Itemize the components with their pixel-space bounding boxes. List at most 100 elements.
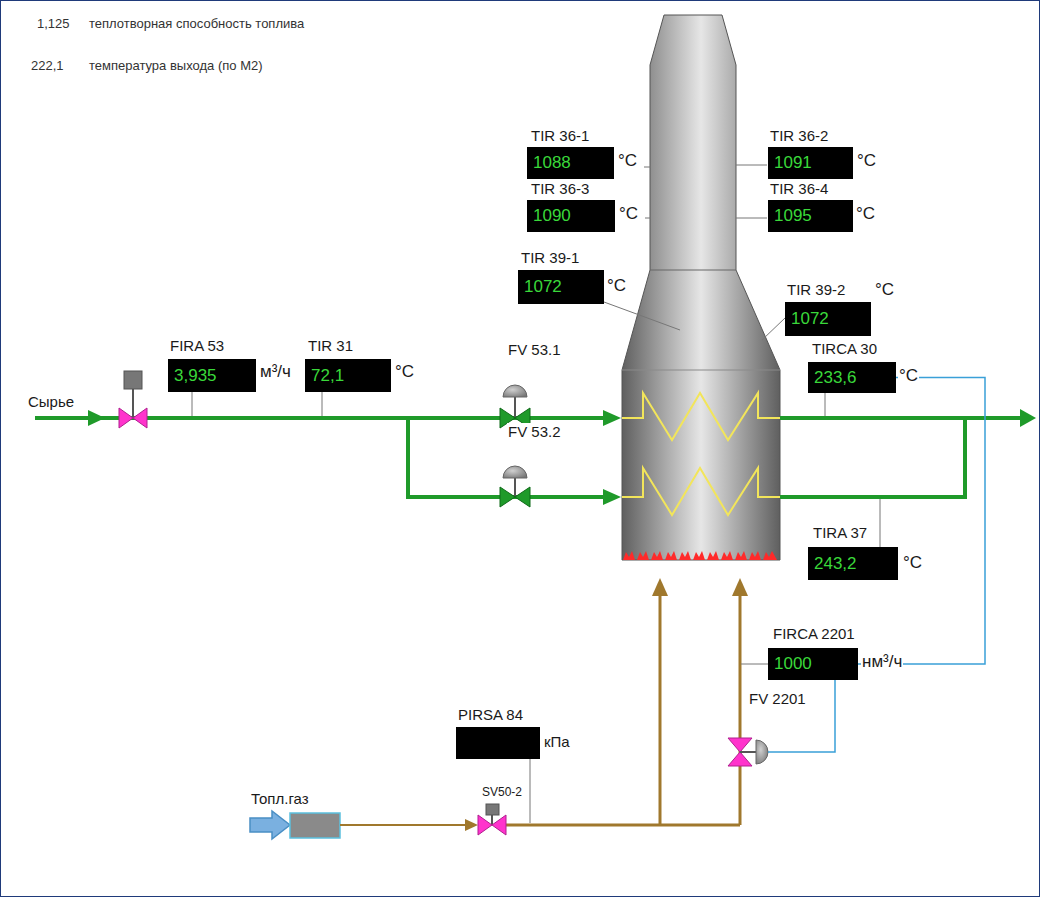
indicator-display: TIR 36-1 1088 <box>527 127 614 179</box>
display-screen: 1072 <box>785 302 871 336</box>
annotation-label: °C <box>618 204 639 224</box>
valve-actuator <box>486 804 499 815</box>
instrument-tag: TIR 36-4 <box>770 180 853 200</box>
annotation-label: Сырье <box>27 393 75 410</box>
furnace-seam <box>650 270 736 271</box>
annotation-label: кПа <box>543 733 571 750</box>
instrument-tag: TIRA 37 <box>813 524 898 547</box>
reading-value: 1072 <box>791 309 829 329</box>
instrument-tag: TIR 36-2 <box>770 127 853 147</box>
valve-actuator <box>756 740 768 764</box>
instrument-tag: FIRCA 2201 <box>773 625 858 648</box>
annotation-label: м³/ч <box>259 362 292 382</box>
display-screen: 233,6 <box>808 362 896 393</box>
instrument-tag: TIR 31 <box>308 337 391 359</box>
reading-value: 72,1 <box>311 366 344 386</box>
annotation-label: °C <box>606 276 627 296</box>
reading-value: 243,2 <box>814 554 857 574</box>
indicator-display: FIRA 53 3,935 <box>168 337 256 392</box>
annotation-label: FV 2201 <box>748 690 807 707</box>
display-screen: 1090 <box>527 200 615 232</box>
annotation-label: температура выхода (по М2) <box>88 59 264 74</box>
reading-value: 1095 <box>774 206 812 226</box>
indicator-display: PIRSA 84 <box>456 706 540 759</box>
display-screen: 1095 <box>768 200 853 232</box>
instrument-tag: PIRSA 84 <box>458 706 540 727</box>
indicator-display: TIR 39-2 1072 <box>785 281 871 336</box>
indicator-display: TIRCA 30 233,6 <box>808 340 896 393</box>
indicator-display: FIRCA 2201 1000 <box>768 625 858 680</box>
annotation-label: °C <box>855 204 876 224</box>
valve-actuator <box>503 385 527 397</box>
annotation-label: °C <box>902 553 923 573</box>
reading-value: 233,6 <box>814 368 857 388</box>
instrument-tag: TIRCA 30 <box>812 340 896 362</box>
reading-value: 1090 <box>533 206 571 226</box>
reading-value: 1072 <box>524 277 562 297</box>
instrument-tag: FIRA 53 <box>170 337 256 359</box>
annotation-label: SV50-2 <box>481 786 523 800</box>
display-screen <box>456 727 540 759</box>
heating-coil <box>622 393 780 440</box>
annotation-label: °C <box>856 151 877 171</box>
valve-actuator <box>124 371 142 389</box>
valve-stem <box>514 478 516 497</box>
flow-arrow <box>88 409 1036 505</box>
display-screen: 72,1 <box>305 359 391 392</box>
signal-line <box>858 378 985 665</box>
indicator-display: TIR 36-2 1091 <box>768 127 853 179</box>
heating-coil <box>622 468 780 515</box>
indicator-display: TIR 36-4 1095 <box>768 180 853 232</box>
instrument-tag: TIR 39-2 <box>787 281 871 302</box>
reading-value: 1088 <box>533 153 571 173</box>
fuel-filter <box>290 813 340 838</box>
display-screen: 1091 <box>768 147 853 179</box>
indicator-display: TIR 36-3 1090 <box>527 180 615 232</box>
fuel-pipe <box>340 824 466 826</box>
annotation-label: 222,1 <box>30 59 65 74</box>
valve-stem <box>132 388 134 418</box>
shutoff-valve <box>478 815 506 835</box>
indicator-display: TIRA 37 243,2 <box>808 524 898 580</box>
annotation-label: Топл.газ <box>250 790 310 807</box>
instrument-tag: TIR 36-3 <box>531 180 615 200</box>
indicator-display: TIR 39-1 1072 <box>518 249 604 304</box>
reading-value: 1091 <box>774 153 812 173</box>
display-screen: 243,2 <box>808 547 898 580</box>
valve-stem <box>491 815 493 825</box>
indicator-display: TIR 31 72,1 <box>305 337 391 392</box>
annotation-label: теплотворная способность топлива <box>88 17 305 32</box>
reading-value: 1000 <box>774 654 812 674</box>
fuel-pipe <box>506 594 740 825</box>
valve-stem <box>740 751 756 753</box>
annotation-label: °C <box>617 151 638 171</box>
instrument-tag: TIR 39-1 <box>521 249 604 270</box>
annotation-label: °C <box>394 362 415 382</box>
annotation-label: FV 53.1 <box>507 341 562 358</box>
annotation-label: °C <box>874 280 895 300</box>
burner-flames <box>623 551 777 560</box>
display-screen: 1000 <box>768 648 858 680</box>
feed-pipe <box>35 418 1022 497</box>
furnace-seam <box>622 370 780 371</box>
control-valve <box>500 487 530 507</box>
annotation-label: 1,125 <box>36 17 71 32</box>
instrument-tag: TIR 36-1 <box>531 127 614 147</box>
furnace-body <box>622 15 780 560</box>
control-valve <box>119 408 147 428</box>
valve-actuator <box>503 466 527 478</box>
annotation-label: °C <box>898 366 919 386</box>
flow-arrow <box>652 578 748 596</box>
annotation-label: FV 53.2 <box>507 423 562 440</box>
reading-value: 3,935 <box>174 366 217 386</box>
annotation-label: нм³/ч <box>861 652 903 672</box>
flow-arrow <box>465 819 478 831</box>
display-screen: 3,935 <box>168 359 256 392</box>
display-screen: 1072 <box>518 270 604 304</box>
display-screen: 1088 <box>527 147 614 179</box>
fuel-inlet-arrow <box>250 811 290 839</box>
